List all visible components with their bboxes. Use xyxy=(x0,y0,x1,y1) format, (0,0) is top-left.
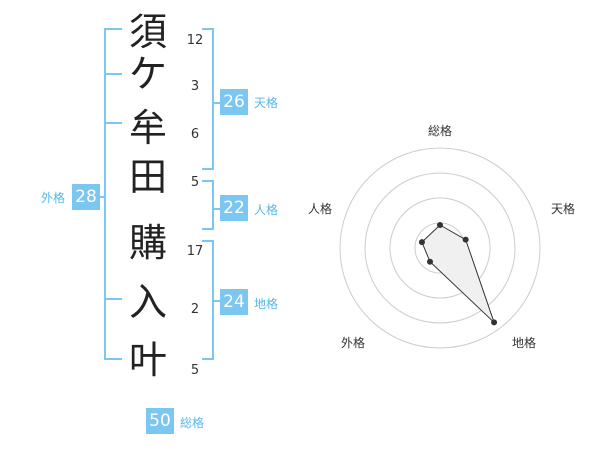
radar-axis-label-tenkaku: 天格 xyxy=(551,202,576,216)
radar-data-shape xyxy=(421,224,495,323)
soukaku-value: 50 xyxy=(146,408,174,434)
stroke-count-7: 5 xyxy=(190,363,200,378)
radar-ring xyxy=(364,172,516,324)
radar-point xyxy=(437,222,443,228)
name-char-7: 叶 xyxy=(128,338,167,382)
jinkaku-label: 人格 xyxy=(254,203,279,217)
chikaku-label: 地格 xyxy=(254,297,279,311)
stroke-count-2: 3 xyxy=(190,79,200,94)
radar-axis-label-gaikaku: 外格 xyxy=(341,336,366,350)
stroke-count-4: 5 xyxy=(190,175,200,190)
chikaku-value: 24 xyxy=(220,289,248,315)
gaikaku-label: 外格 xyxy=(41,191,66,205)
radar-point xyxy=(427,258,434,265)
radar-ring xyxy=(339,147,541,349)
radar-point xyxy=(491,319,498,326)
radar-point xyxy=(462,236,469,243)
radar-point xyxy=(418,239,425,246)
jinkaku-value: 22 xyxy=(220,195,248,221)
stroke-count-6: 2 xyxy=(190,302,200,317)
radar-ring xyxy=(389,197,491,299)
tenkaku-value: 26 xyxy=(220,89,248,115)
name-char-6: 入 xyxy=(128,280,167,324)
radar-points xyxy=(418,222,498,326)
stroke-count-1: 12 xyxy=(186,33,204,48)
name-char-4: 田 xyxy=(128,155,167,199)
stroke-count-3: 6 xyxy=(190,127,200,142)
soukaku-label: 総格 xyxy=(180,416,205,430)
stroke-count-5: 17 xyxy=(186,244,204,259)
name-char-1: 須 xyxy=(128,10,167,54)
name-char-2: ケ xyxy=(128,52,167,96)
name-char-3: 牟 xyxy=(128,106,167,150)
radar-axis-label-jinkaku: 人格 xyxy=(308,202,333,216)
tenkaku-label: 天格 xyxy=(254,96,279,110)
radar-axis-label-chikaku: 地格 xyxy=(512,336,537,350)
radar-axis-label-soukaku: 総格 xyxy=(428,124,453,138)
gaikaku-value: 28 xyxy=(72,184,100,210)
name-char-5: 購 xyxy=(128,221,167,265)
